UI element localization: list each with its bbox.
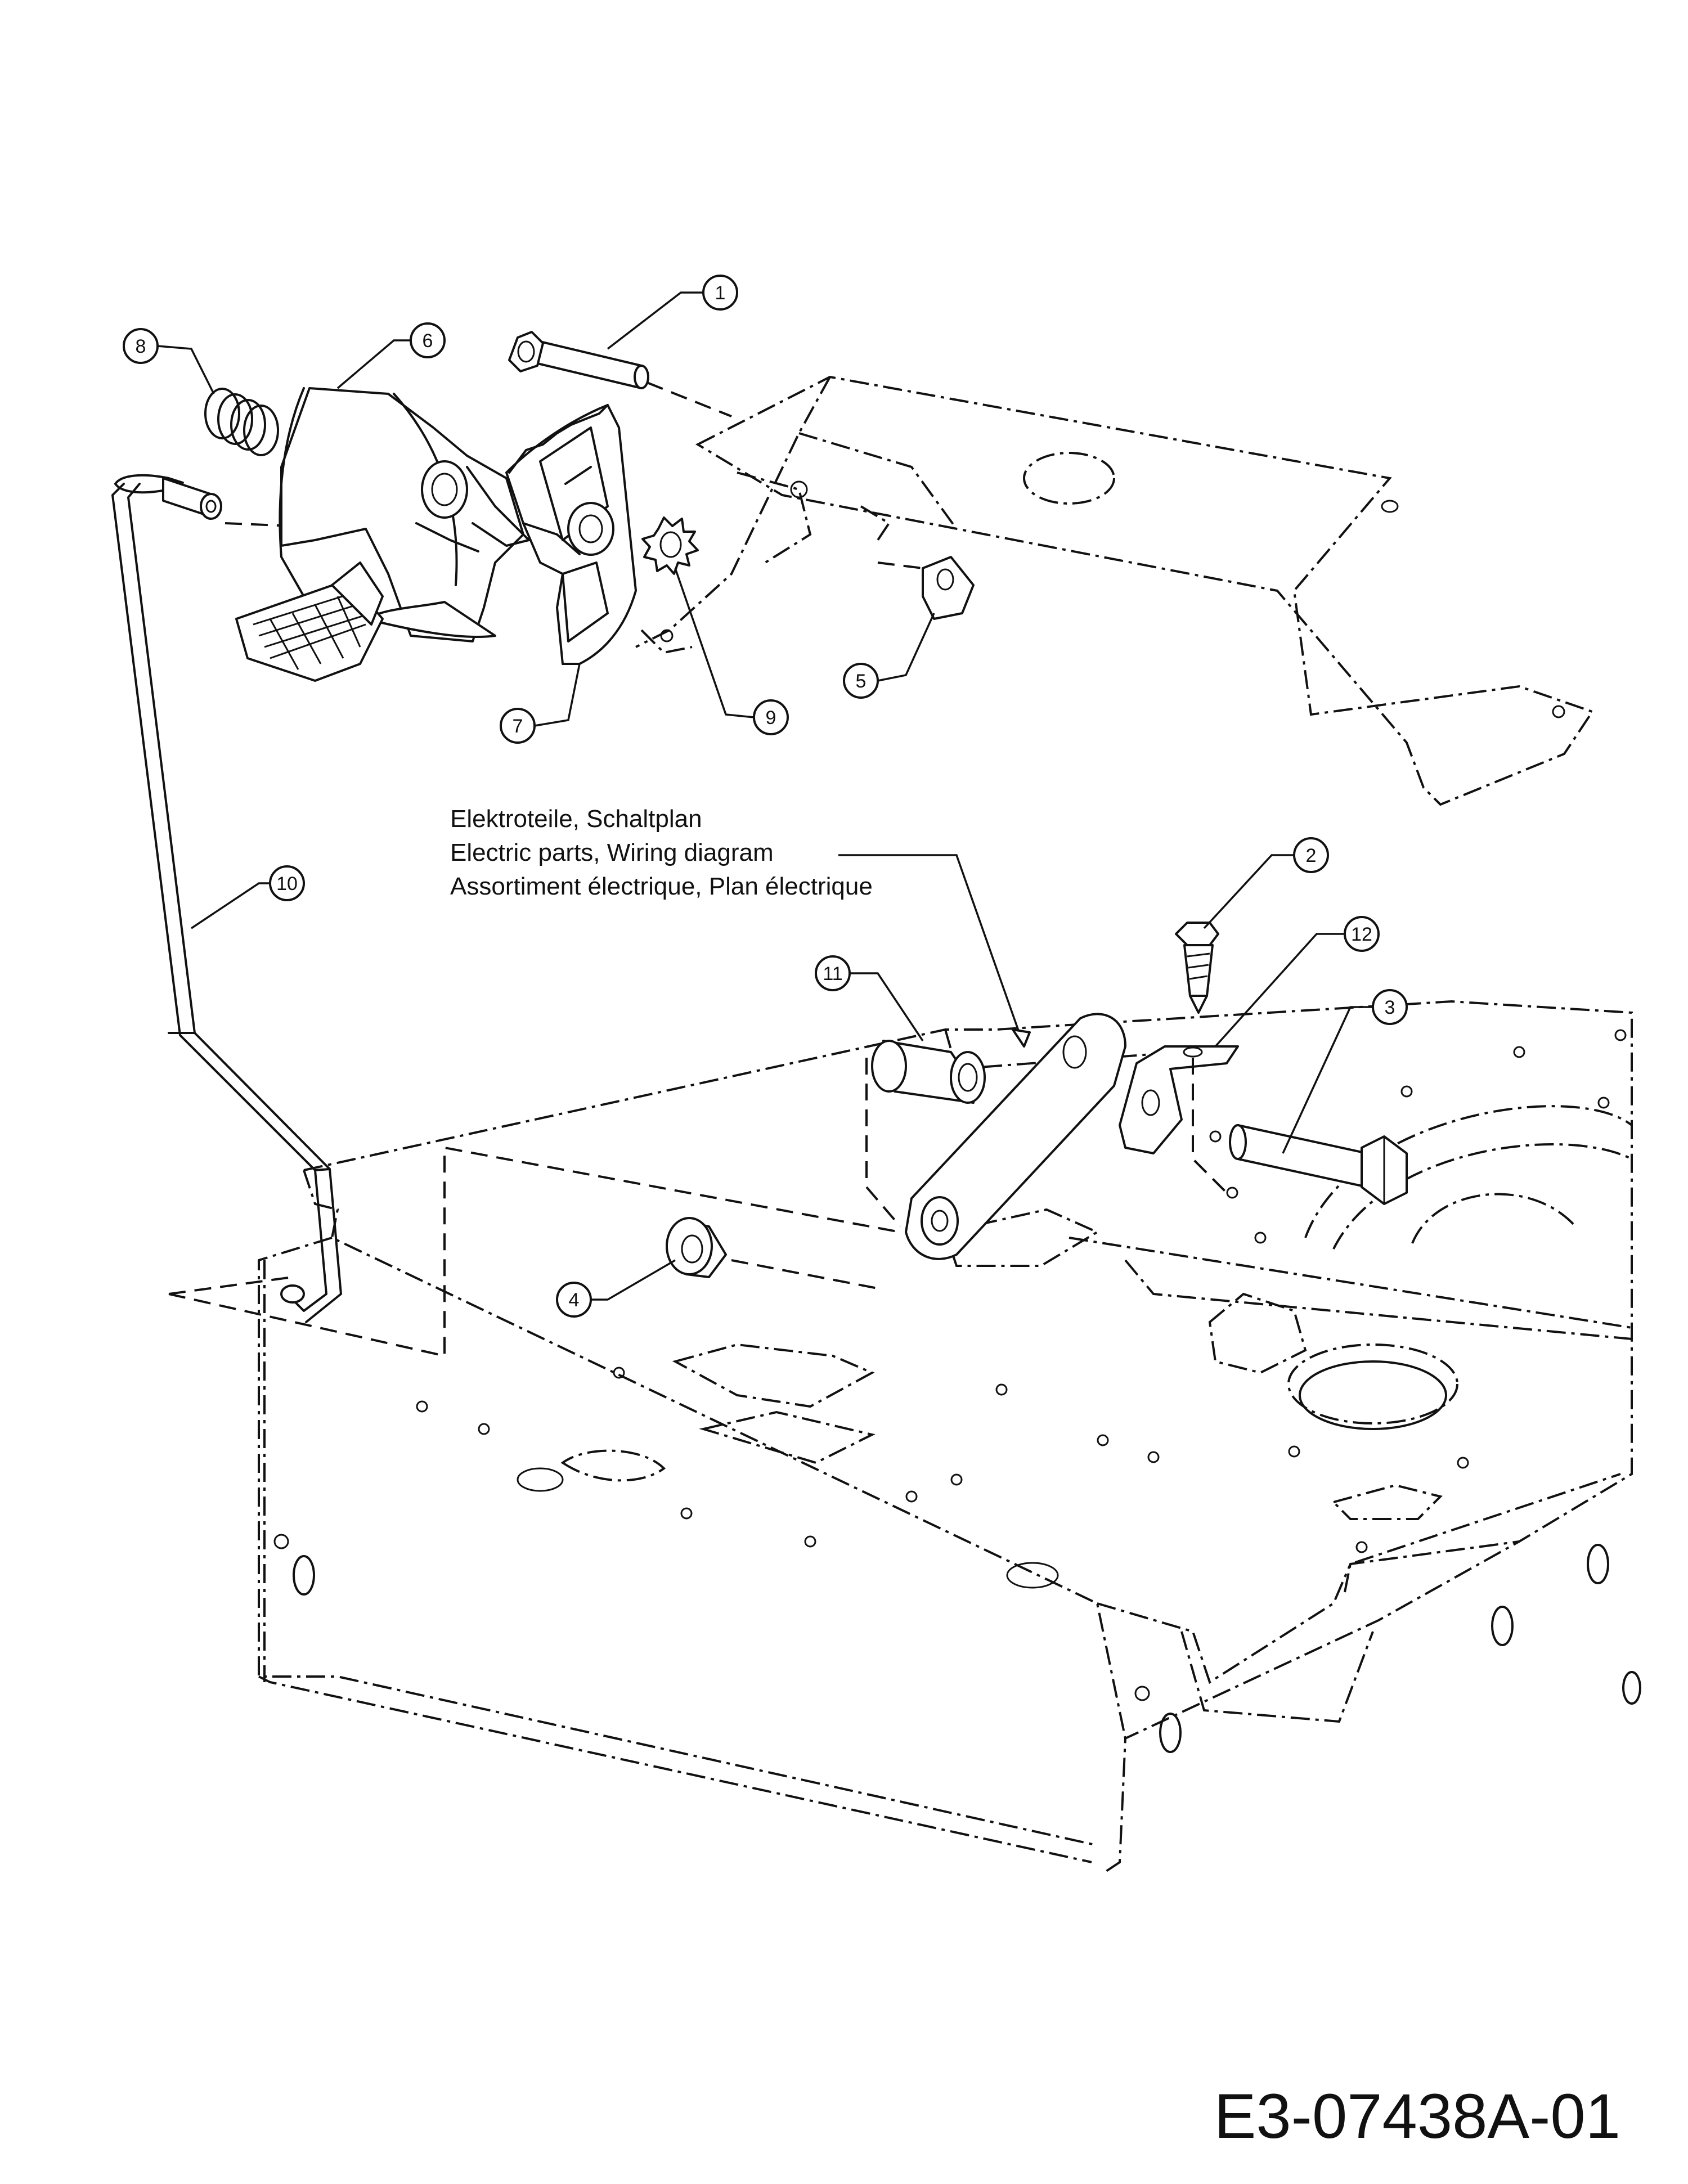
rod-pins <box>162 477 222 520</box>
callout-6: 6 <box>336 322 446 389</box>
bushing-11 <box>865 1040 986 1228</box>
bracket-12 <box>1119 1045 1239 1194</box>
note-line-1: Elektroteile, Schaltplan <box>450 805 702 833</box>
electric-parts-note: Elektroteile, Schaltplan Electric parts,… <box>450 805 1031 1048</box>
pedal-rod <box>111 474 342 1323</box>
callout-5: 5 <box>843 613 935 699</box>
svg-text:10: 10 <box>276 873 298 895</box>
spring <box>204 388 279 456</box>
lever-arm <box>905 1013 1126 1260</box>
chassis-frame <box>258 1000 1641 1875</box>
svg-text:5: 5 <box>856 671 867 692</box>
svg-text:6: 6 <box>423 330 433 352</box>
flange-bushing-4 <box>666 1217 878 1289</box>
svg-text:7: 7 <box>513 716 523 737</box>
star-washer <box>641 516 699 575</box>
note-line-2: Electric parts, Wiring diagram <box>450 839 774 866</box>
svg-text:9: 9 <box>766 707 776 729</box>
svg-text:2: 2 <box>1306 845 1317 866</box>
nut-5 <box>877 556 975 620</box>
callout-12: 12 <box>1214 916 1380 1048</box>
callout-7: 7 <box>500 663 581 744</box>
callout-11: 11 <box>815 955 924 1041</box>
svg-text:4: 4 <box>569 1289 580 1311</box>
callout-10: 10 <box>191 865 305 929</box>
callout-9: 9 <box>674 568 789 735</box>
upper-bracket <box>635 375 1595 806</box>
callout-4: 4 <box>556 1259 676 1318</box>
ratchet-segment <box>505 404 637 665</box>
callout-8: 8 <box>123 328 215 394</box>
callout-3: 3 <box>1282 989 1408 1154</box>
note-line-3: Assortiment électrique, Plan électrique <box>450 873 873 900</box>
drawing-code: E3-07438A-01 <box>1214 2081 1620 2151</box>
screw-2 <box>1175 922 1219 1014</box>
bolt-1 <box>508 331 732 417</box>
svg-text:12: 12 <box>1351 924 1372 945</box>
svg-text:8: 8 <box>136 336 146 357</box>
svg-text:11: 11 <box>823 963 842 985</box>
pedal-housing <box>235 387 530 682</box>
svg-text:1: 1 <box>715 282 726 304</box>
callout-1: 1 <box>607 275 738 350</box>
bolt-3 <box>1229 1124 1408 1205</box>
callout-2: 2 <box>1203 837 1329 929</box>
svg-text:3: 3 <box>1385 997 1395 1018</box>
